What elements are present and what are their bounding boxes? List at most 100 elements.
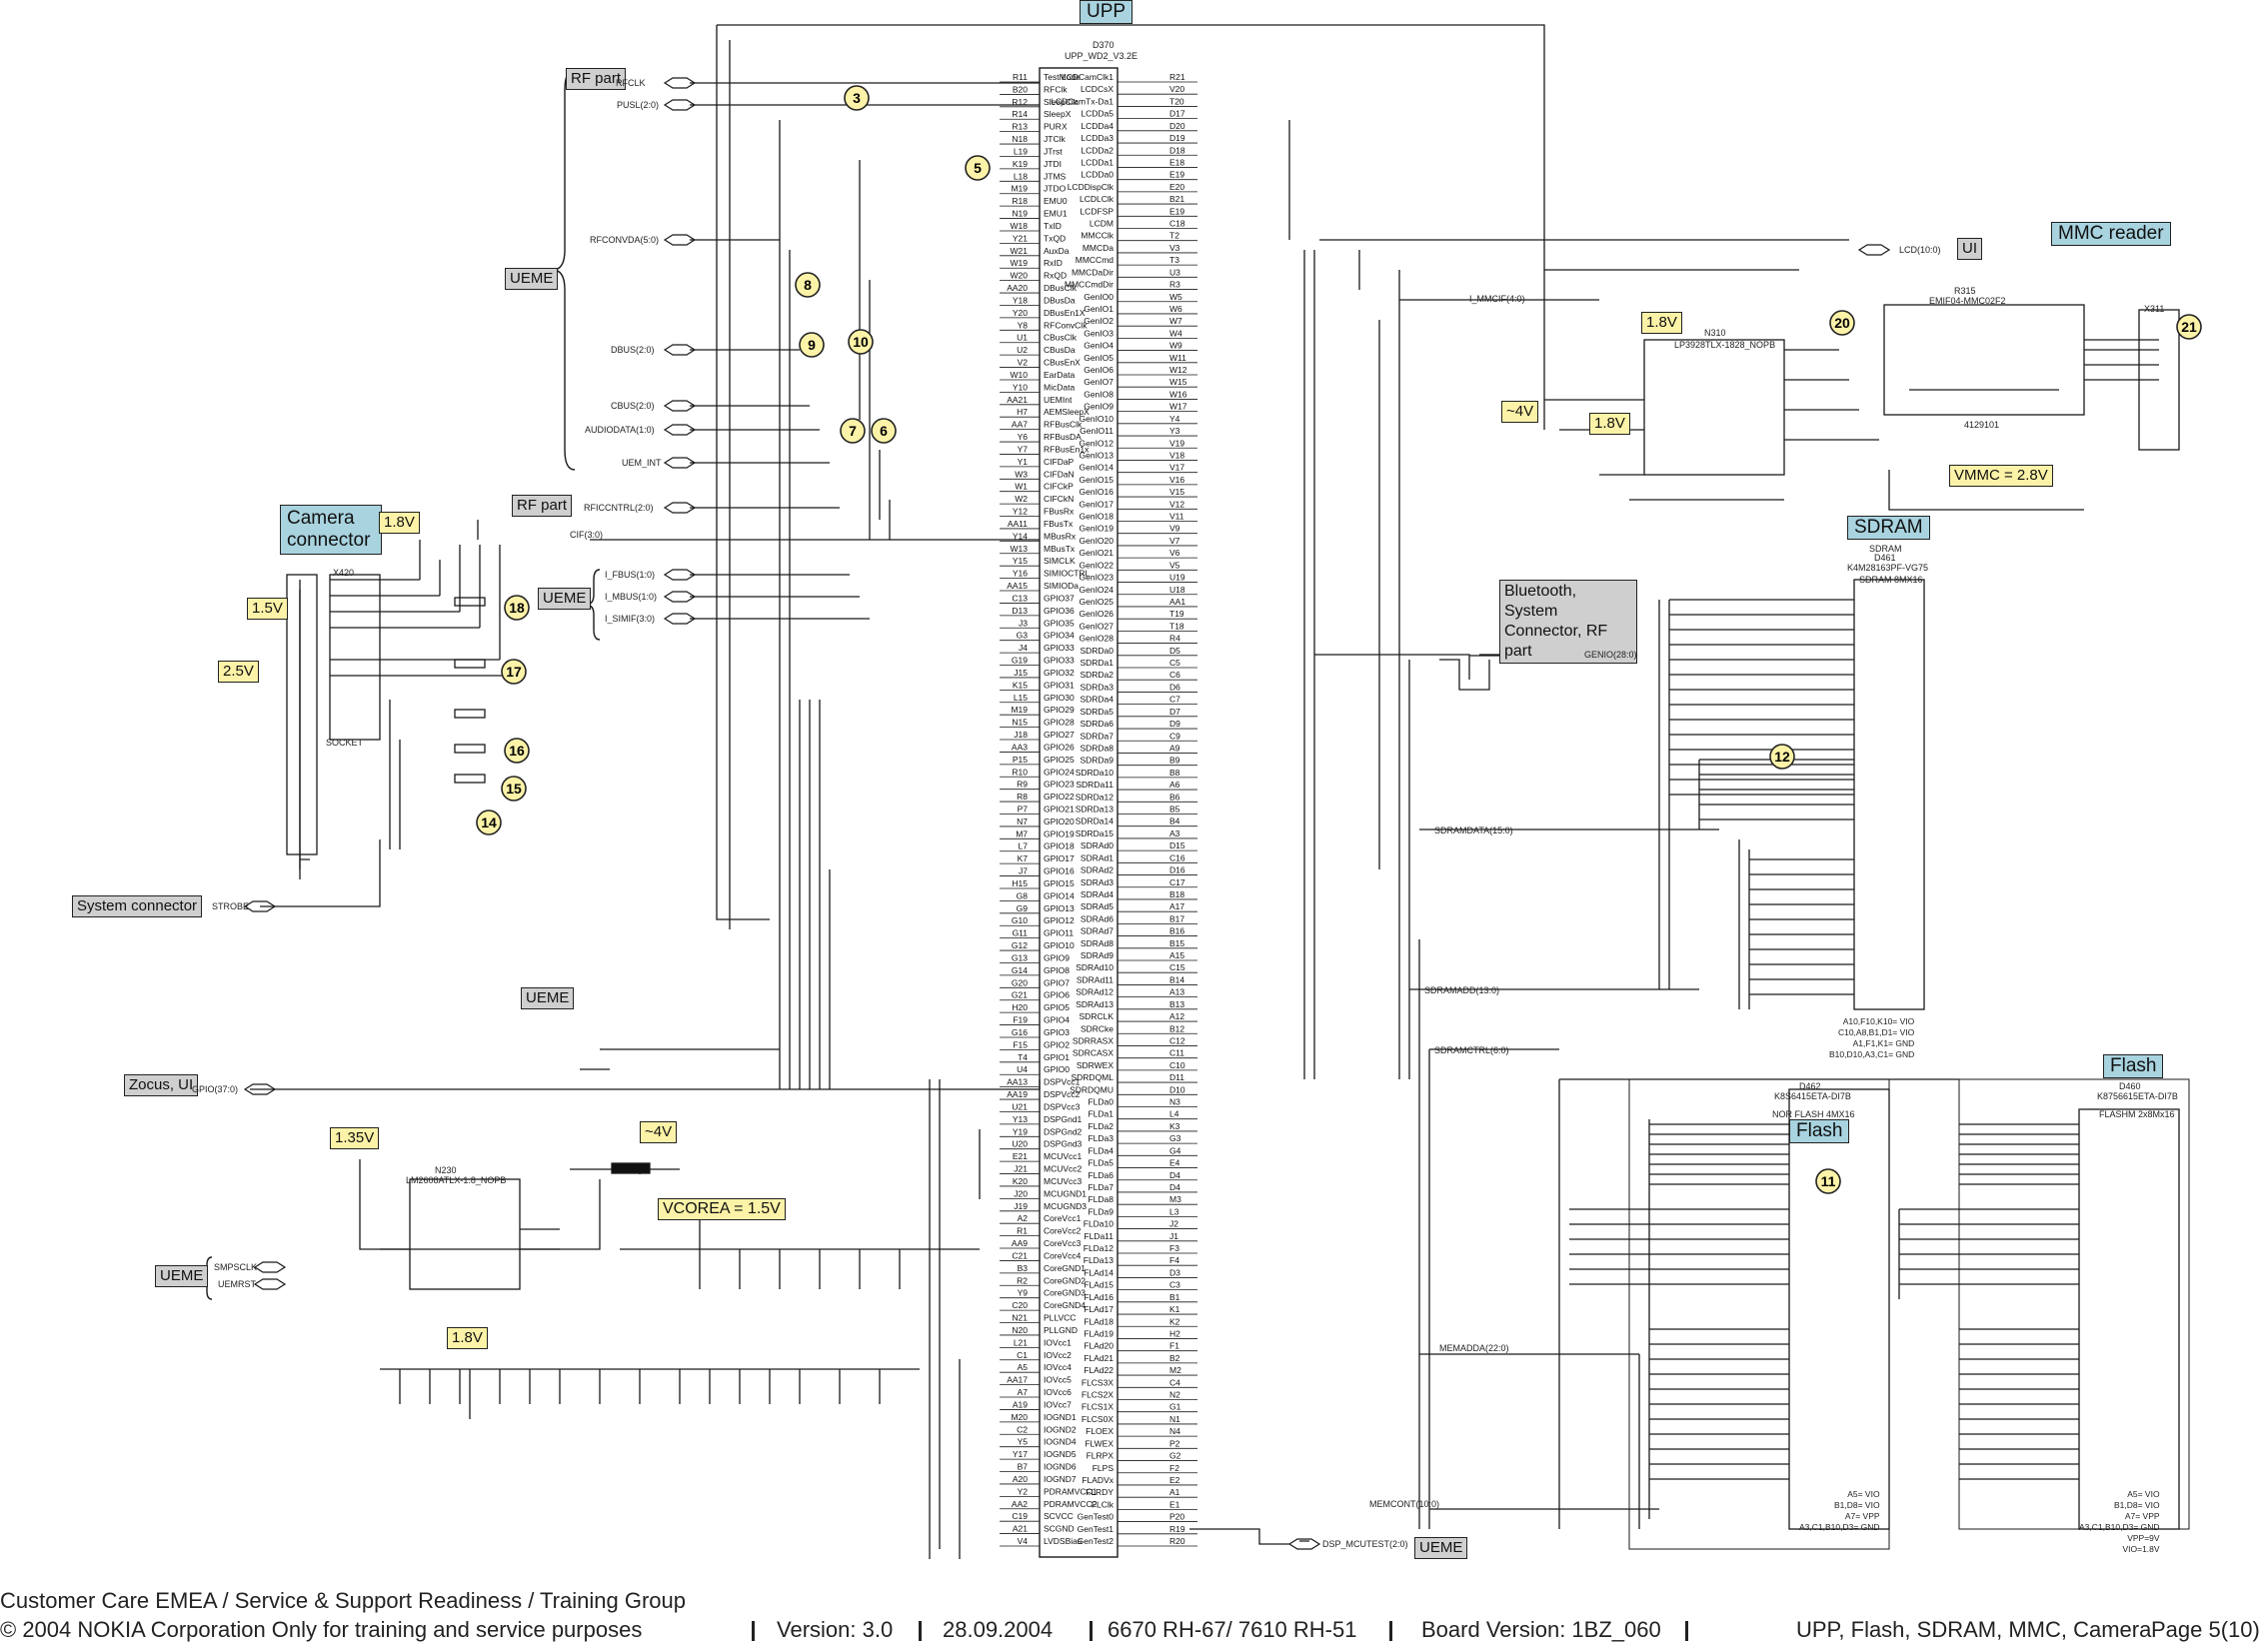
- upp-right-pin-name: LCDM: [1090, 219, 1114, 229]
- upp-left-pin-name: JTDI: [1044, 159, 1062, 169]
- upp-left-pin-number: K20: [1013, 1176, 1028, 1186]
- net-memadda: MEMADDA(22:0): [1439, 1343, 1509, 1353]
- upp-right-pin-number: R21: [1169, 72, 1185, 82]
- upp-left-pin-name: GPIO19: [1044, 828, 1075, 838]
- upp-left-pin-name: GPIO30: [1044, 693, 1075, 703]
- upp-left-pin-number: AA15: [1007, 581, 1028, 591]
- upp-right-pin-number: L4: [1169, 1109, 1179, 1119]
- upp-right-pin-name: SDRRASX: [1073, 1035, 1114, 1045]
- upp-left-pin-name: GPIO36: [1044, 606, 1075, 616]
- upp-right-pin-number: K1: [1169, 1304, 1180, 1314]
- upp-right-pin-number: E18: [1169, 157, 1184, 167]
- vio-1v8-mmc: 1.8V: [1641, 312, 1682, 334]
- net-dsp-mcutest: DSP_MCUTEST(2:0): [1322, 1539, 1408, 1549]
- net-uemrst: UEMRST: [218, 1279, 256, 1289]
- upp-left-pin-name: GPIO17: [1044, 853, 1075, 863]
- upp-left-pin-number: C21: [1012, 1250, 1028, 1260]
- upp-right-pin-number: V16: [1169, 475, 1184, 485]
- net-sdramdata: SDRAMDATA(15:0): [1434, 825, 1513, 835]
- upp-right-pin-name: FLAd19: [1084, 1328, 1114, 1338]
- upp-right-pin-number: K3: [1169, 1121, 1180, 1131]
- upp-right-pin-number: A3: [1169, 828, 1180, 838]
- callout-number: 17: [506, 664, 522, 680]
- upp-right-pin-name: SDRAd9: [1081, 950, 1114, 960]
- upp-right-pin-number: A9: [1169, 743, 1180, 753]
- upp-left-pin-name: UEMInt: [1044, 395, 1073, 405]
- upp-right-pin-name: FLCS2X: [1082, 1390, 1114, 1400]
- upp-right-pin-number: C18: [1169, 219, 1185, 229]
- upp-right-pin-number: B15: [1169, 938, 1184, 948]
- upp-right-pin-name: FLADVx: [1082, 1475, 1114, 1485]
- upp-right-pin-number: U18: [1169, 585, 1185, 595]
- upp-right-pin-number: V15: [1169, 487, 1184, 497]
- upp-right-pin-name: MMCCmdDir: [1065, 280, 1114, 290]
- wire-layer: [250, 24, 2190, 1559]
- upp-right-pin-number: B8: [1169, 768, 1180, 778]
- upp-left-pin-name: SleepX: [1044, 109, 1072, 119]
- upp-left-pin-name: GPIO25: [1044, 755, 1075, 765]
- upp-right-pin-name: SDRDa11: [1076, 780, 1114, 790]
- upp-left-pin-number: B7: [1018, 1462, 1029, 1472]
- upp-left-pin-name: GPIO34: [1044, 631, 1075, 641]
- upp-right-pin-number: V18: [1169, 450, 1184, 460]
- upp-left-pin-name: IOVcc5: [1044, 1375, 1072, 1385]
- upp-left-pin-number: H7: [1017, 407, 1028, 417]
- upp-right-pin-name: FLCS3X: [1082, 1377, 1114, 1387]
- upp-left-pin-name: CoreVcc3: [1044, 1238, 1082, 1248]
- footer-page-title: UPP, Flash, SDRAM, MMC, Camera: [1796, 1617, 2152, 1642]
- upp-right-pin-number: N1: [1169, 1414, 1180, 1424]
- upp-right-pin-name: FLDa4: [1088, 1145, 1114, 1155]
- upp-left-pin-name: IOVcc7: [1044, 1399, 1072, 1409]
- upp-left-pin-number: AA19: [1007, 1089, 1028, 1099]
- vio-1v8-caps: 1.8V: [447, 1327, 488, 1349]
- d460-body: FLASHM 2x8Mx16: [2099, 1109, 2175, 1119]
- upp-left-pin-name: IOGND2: [1044, 1424, 1077, 1434]
- n310-ref: N310: [1704, 328, 1726, 338]
- net-pusl: PUSL(2:0): [617, 100, 660, 110]
- upp-right-pin-name: SDRDa8: [1080, 743, 1114, 753]
- system-connector-label: System connector: [72, 895, 203, 917]
- upp-left-pin-name: CoreGND1: [1044, 1263, 1086, 1273]
- upp-left-pin-number: J3: [1019, 618, 1028, 628]
- sdram-ref: D461: [1874, 553, 1896, 563]
- upp-right-pin-name: GenIO27: [1080, 621, 1115, 631]
- upp-right-pin-number: B18: [1169, 889, 1184, 899]
- footer-separator: [752, 1621, 755, 1641]
- upp-right-pin-number: A1: [1169, 1487, 1180, 1497]
- upp-right-pin-name: SDRDa10: [1076, 768, 1115, 778]
- upp-left-pin-number: A21: [1013, 1524, 1028, 1534]
- upp-left-pin-number: U4: [1017, 1064, 1028, 1074]
- upp-left-pin-name: CoreGND2: [1044, 1275, 1086, 1285]
- vbat-4v-mmc: ~4V: [1501, 401, 1539, 423]
- callout-circle: [2176, 314, 2202, 340]
- upp-right-pin-name: SDRDa7: [1080, 731, 1114, 741]
- callout-circle: [1829, 310, 1855, 336]
- upp-right-pin-number: AA1: [1169, 597, 1185, 607]
- upp-right-pin-name: GenIO16: [1080, 487, 1115, 497]
- upp-right-pin-number: F1: [1169, 1341, 1179, 1351]
- upp-right-pin-number: T2: [1169, 231, 1179, 241]
- upp-right-pin-name: SDRCASX: [1073, 1048, 1114, 1058]
- upp-left-pin-number: AA20: [1007, 283, 1028, 293]
- upp-right-pin-number: F4: [1169, 1255, 1179, 1265]
- upp-right-pin-number: C15: [1169, 962, 1185, 972]
- upp-left-pin-number: G14: [1012, 965, 1028, 975]
- upp-right-pin-name: LCDDa0: [1081, 170, 1114, 180]
- upp-right-pin-name: FLDa10: [1084, 1219, 1115, 1229]
- callout-number: 20: [1834, 315, 1850, 331]
- callout-circle: [795, 272, 821, 298]
- vcore-1v5: 1.5V: [247, 598, 288, 620]
- callout-number: 8: [804, 277, 812, 293]
- upp-left-pin-number: F19: [1013, 1015, 1028, 1025]
- upp-right-pin-name: GenIO4: [1084, 341, 1114, 351]
- upp-left-pin-name: EMU0: [1044, 196, 1068, 206]
- upp-left-pin-name: RFBusDA: [1044, 432, 1082, 442]
- upp-left-pin-number: AA21: [1007, 395, 1028, 405]
- ic-d370-ref: D370: [1093, 40, 1115, 50]
- ui-title: UI: [1957, 238, 1982, 260]
- upp-left-pin-name: AEMSleepX: [1044, 407, 1090, 417]
- upp-right-pin-name: GenIO6: [1084, 365, 1114, 375]
- upp-left-pin-number: A5: [1018, 1362, 1029, 1372]
- upp-right-pin-number: D4: [1169, 1182, 1180, 1192]
- upp-left-pin-number: J20: [1014, 1188, 1028, 1198]
